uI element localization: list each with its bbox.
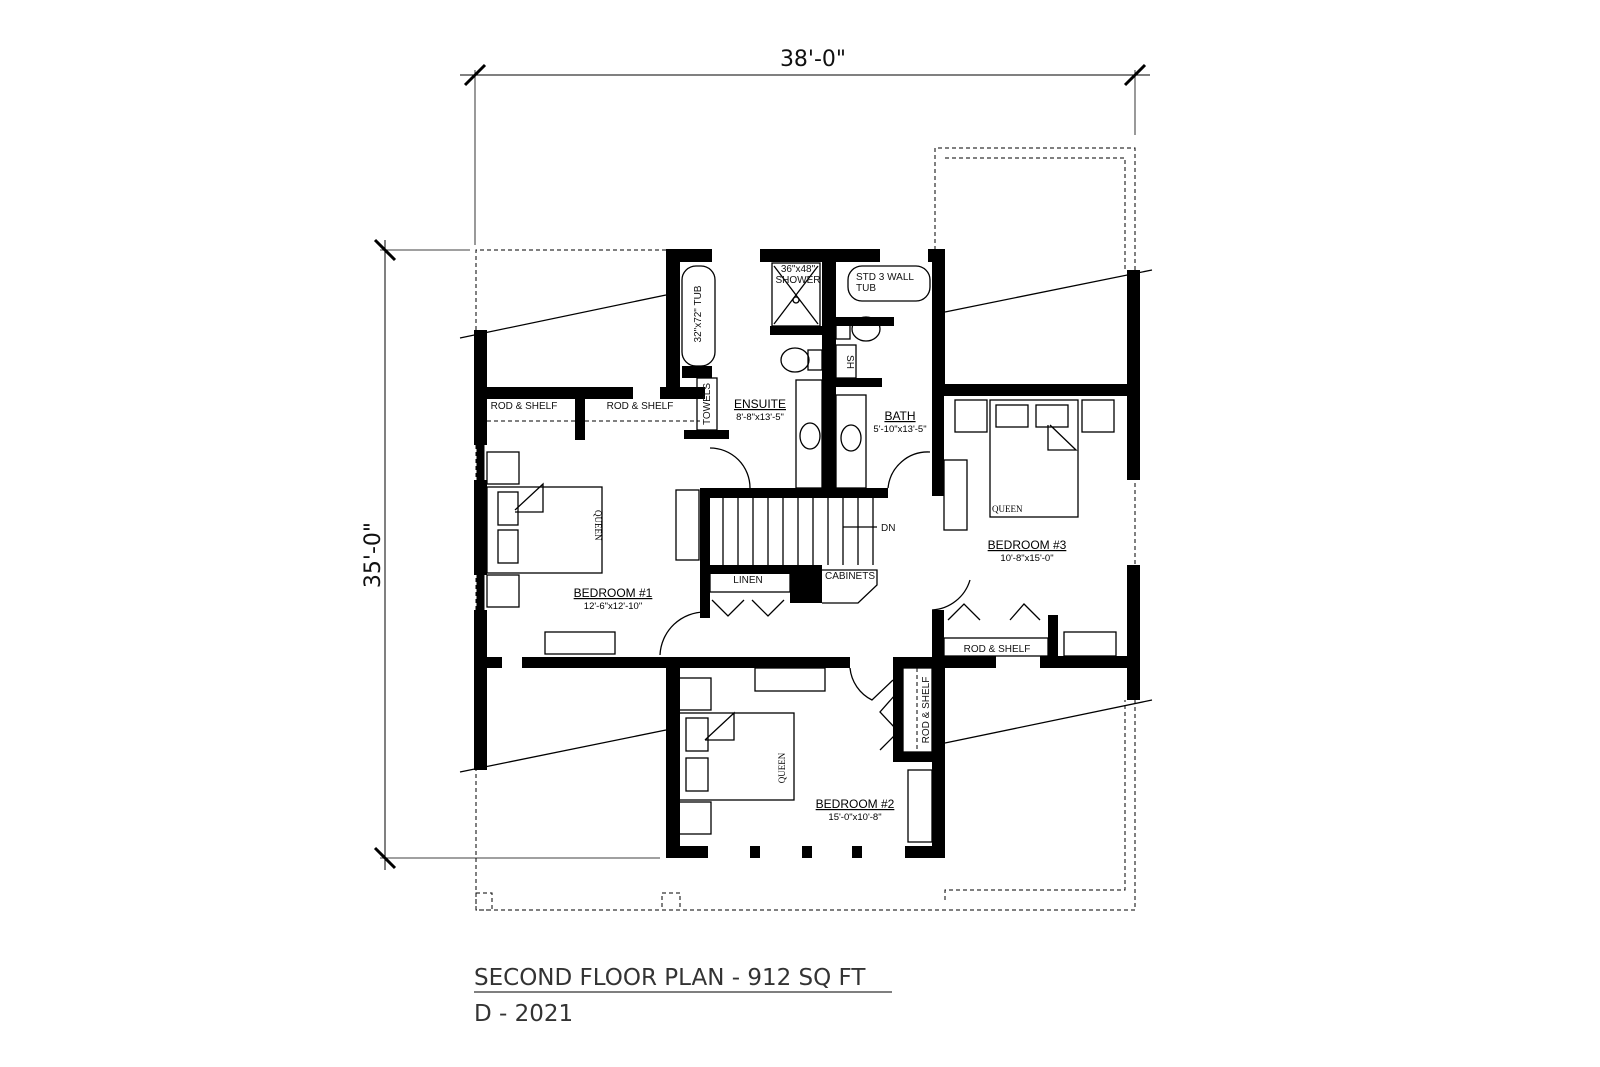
std-tub-label-1: STD 3 WALL — [856, 272, 914, 283]
towels-label: TOWELS — [702, 383, 713, 425]
bedroom3-name: BEDROOM #3 — [988, 538, 1067, 552]
queen-label-3: QUEEN — [992, 504, 1023, 514]
dimension-width: 38'-0" — [460, 47, 1150, 245]
queen-label-1: QUEEN — [593, 510, 603, 541]
staircase: DN — [722, 498, 895, 565]
bedroom1-name: BEDROOM #1 — [574, 586, 653, 600]
plan-title: SECOND FLOOR PLAN - 912 SQ FT — [474, 965, 866, 991]
rod-shelf-label-1: ROD & SHELF — [491, 401, 558, 412]
dimension-depth: 35'-0" — [361, 238, 660, 870]
width-label: 38'-0" — [780, 47, 846, 72]
ensuite-name: ENSUITE — [734, 397, 786, 411]
rod-shelf-label-2: ROD & SHELF — [607, 401, 674, 412]
plan-subtitle: D - 2021 — [474, 1001, 573, 1027]
rod-shelf-label-4: ROD & SHELF — [921, 677, 932, 744]
roof-outline — [459, 147, 1153, 911]
linen-label: LINEN — [733, 575, 762, 586]
tub-label: 32"x72" TUB — [693, 285, 704, 342]
sh-label: SH — [844, 355, 855, 369]
down-label: DN — [881, 523, 895, 534]
cabinets-label: CABINETS — [825, 571, 875, 582]
bedroom2-size: 15'-0"x10'-8" — [828, 812, 881, 823]
bedroom2-name: BEDROOM #2 — [816, 797, 895, 811]
walls — [474, 249, 1140, 858]
room-labels: ENSUITE 8'-8"x13'-5" BATH 5'-10"x13'-5" … — [574, 397, 1067, 823]
ensuite-size: 8'-8"x13'-5" — [736, 412, 784, 423]
shower-size-label: 36"x48" — [781, 264, 816, 275]
fixtures: 32"x72" TUB 36"x48" SHOWER STD 3 WALL TU… — [486, 262, 1117, 843]
bedroom1-size: 12'-6"x12'-10" — [584, 601, 642, 612]
bedroom3-size: 10'-8"x15'-0" — [1000, 553, 1053, 564]
bath-name: BATH — [884, 409, 915, 423]
depth-label: 35'-0" — [361, 522, 386, 588]
queen-label-2: QUEEN — [777, 752, 787, 783]
bath-size: 5'-10"x13'-5" — [873, 424, 926, 435]
std-tub-label-2: TUB — [856, 283, 876, 294]
shower-label: SHOWER — [776, 275, 821, 286]
rod-shelf-label-3: ROD & SHELF — [964, 644, 1031, 655]
